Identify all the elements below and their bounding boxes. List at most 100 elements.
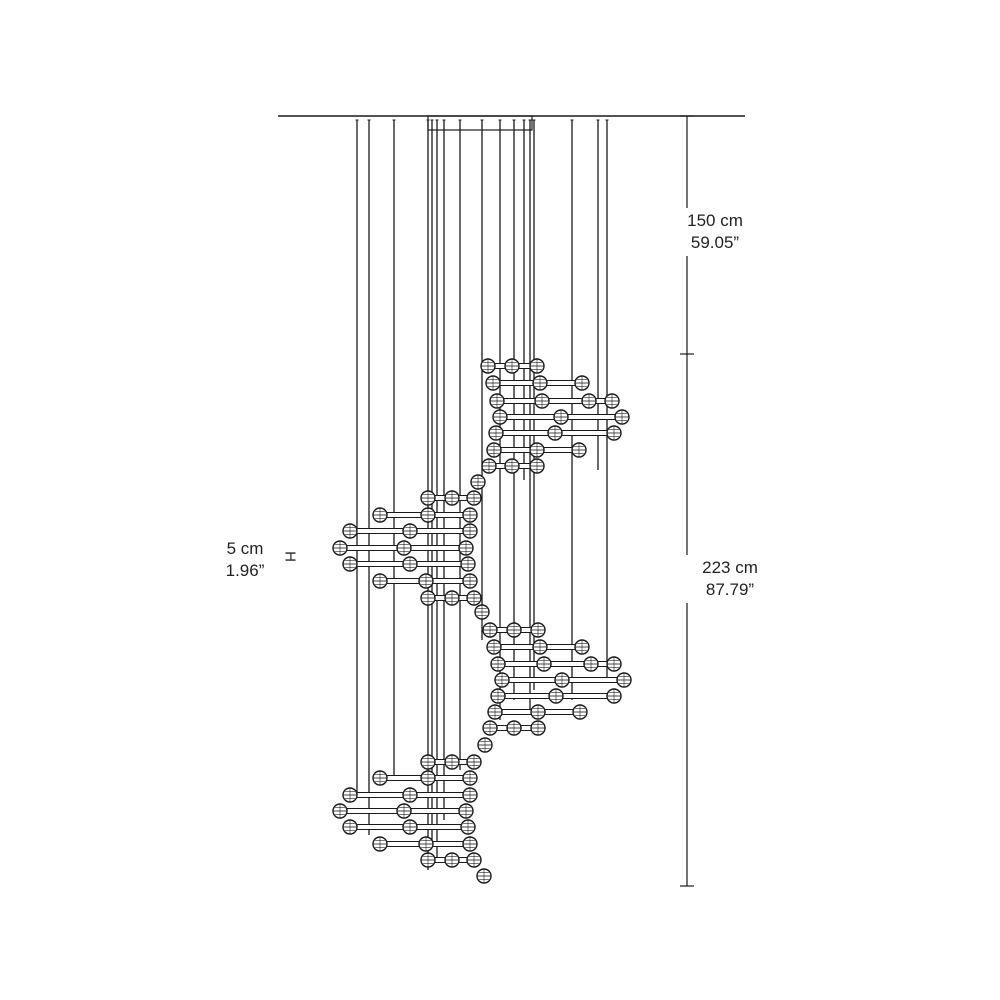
light-sphere — [482, 720, 498, 736]
upper-height-metric: 150 cm — [687, 211, 743, 230]
light-sphere — [372, 770, 388, 786]
light-sphere — [460, 556, 476, 572]
light-sphere — [574, 375, 590, 391]
light-sphere — [420, 770, 436, 786]
light-sphere — [444, 754, 460, 770]
light-sphere — [342, 523, 358, 539]
light-sphere — [485, 375, 501, 391]
light-sphere — [342, 819, 358, 835]
light-sphere — [530, 622, 546, 638]
light-sphere — [396, 803, 412, 819]
light-sphere — [606, 688, 622, 704]
light-sphere — [614, 409, 630, 425]
light-sphere — [466, 754, 482, 770]
light-sphere — [342, 787, 358, 803]
light-sphere — [458, 803, 474, 819]
light-sphere — [396, 540, 412, 556]
upper-height-label: 150 cm 59.05” — [660, 210, 770, 254]
light-sphere — [462, 787, 478, 803]
light-sphere — [583, 656, 599, 672]
light-sphere — [532, 639, 548, 655]
light-sphere — [490, 688, 506, 704]
light-sphere — [553, 409, 569, 425]
light-sphere — [547, 425, 563, 441]
lower-height-metric: 223 cm — [702, 558, 758, 577]
label-mask — [676, 208, 698, 256]
light-sphere — [506, 720, 522, 736]
light-sphere — [506, 622, 522, 638]
light-sphere — [466, 852, 482, 868]
light-sphere — [486, 639, 502, 655]
light-sphere — [372, 573, 388, 589]
light-sphere — [554, 672, 570, 688]
light-sphere — [402, 787, 418, 803]
label-mask — [676, 555, 698, 603]
light-sphere — [462, 573, 478, 589]
light-sphere — [420, 490, 436, 506]
light-sphere — [444, 852, 460, 868]
light-sphere — [332, 540, 348, 556]
light-sphere — [480, 358, 496, 374]
light-sphere — [606, 656, 622, 672]
light-sphere — [402, 523, 418, 539]
light-sphere — [492, 409, 508, 425]
light-sphere — [420, 590, 436, 606]
light-sphere — [420, 852, 436, 868]
light-sphere — [332, 803, 348, 819]
light-sphere — [481, 458, 497, 474]
light-sphere — [616, 672, 632, 688]
light-sphere — [462, 836, 478, 852]
light-sphere — [420, 507, 436, 523]
lower-height-label: 223 cm 87.79” — [680, 557, 780, 601]
light-sphere — [372, 836, 388, 852]
light-sphere — [504, 458, 520, 474]
light-sphere — [490, 656, 506, 672]
lower-height-imperial: 87.79” — [705, 580, 755, 599]
light-sphere — [466, 490, 482, 506]
light-sphere — [571, 442, 587, 458]
light-sphere — [444, 590, 460, 606]
module-axis-letter: H — [281, 551, 299, 562]
light-sphere — [606, 425, 622, 441]
light-sphere — [548, 688, 564, 704]
light-sphere — [486, 442, 502, 458]
light-sphere — [444, 490, 460, 506]
light-sphere — [530, 720, 546, 736]
light-sphere — [470, 474, 486, 490]
light-sphere — [487, 704, 503, 720]
light-sphere — [574, 639, 590, 655]
light-sphere — [462, 770, 478, 786]
light-sphere — [572, 704, 588, 720]
light-sphere — [581, 393, 597, 409]
light-sphere — [532, 375, 548, 391]
module-height-metric: 5 cm — [226, 539, 264, 558]
light-sphere — [529, 458, 545, 474]
light-sphere — [536, 656, 552, 672]
light-sphere — [476, 868, 492, 884]
light-sphere — [420, 754, 436, 770]
light-sphere — [489, 393, 505, 409]
light-sphere — [482, 622, 498, 638]
light-sphere — [529, 442, 545, 458]
upper-height-imperial: 59.05” — [690, 233, 740, 252]
module-height-imperial: 1.96” — [225, 561, 265, 580]
light-sphere — [418, 573, 434, 589]
light-sphere — [342, 556, 358, 572]
light-sphere — [474, 604, 490, 620]
light-sphere — [458, 540, 474, 556]
light-sphere — [466, 590, 482, 606]
light-sphere — [460, 819, 476, 835]
light-sphere — [504, 358, 520, 374]
light-sphere — [604, 393, 620, 409]
light-sphere — [530, 704, 546, 720]
light-sphere — [534, 393, 550, 409]
module-height-label: 5 cm 1.96” — [200, 538, 290, 582]
light-sphere — [488, 425, 504, 441]
light-sphere — [477, 737, 493, 753]
light-sphere — [462, 523, 478, 539]
light-sphere — [418, 836, 434, 852]
light-sphere — [402, 819, 418, 835]
light-sphere — [372, 507, 388, 523]
light-sphere — [529, 358, 545, 374]
